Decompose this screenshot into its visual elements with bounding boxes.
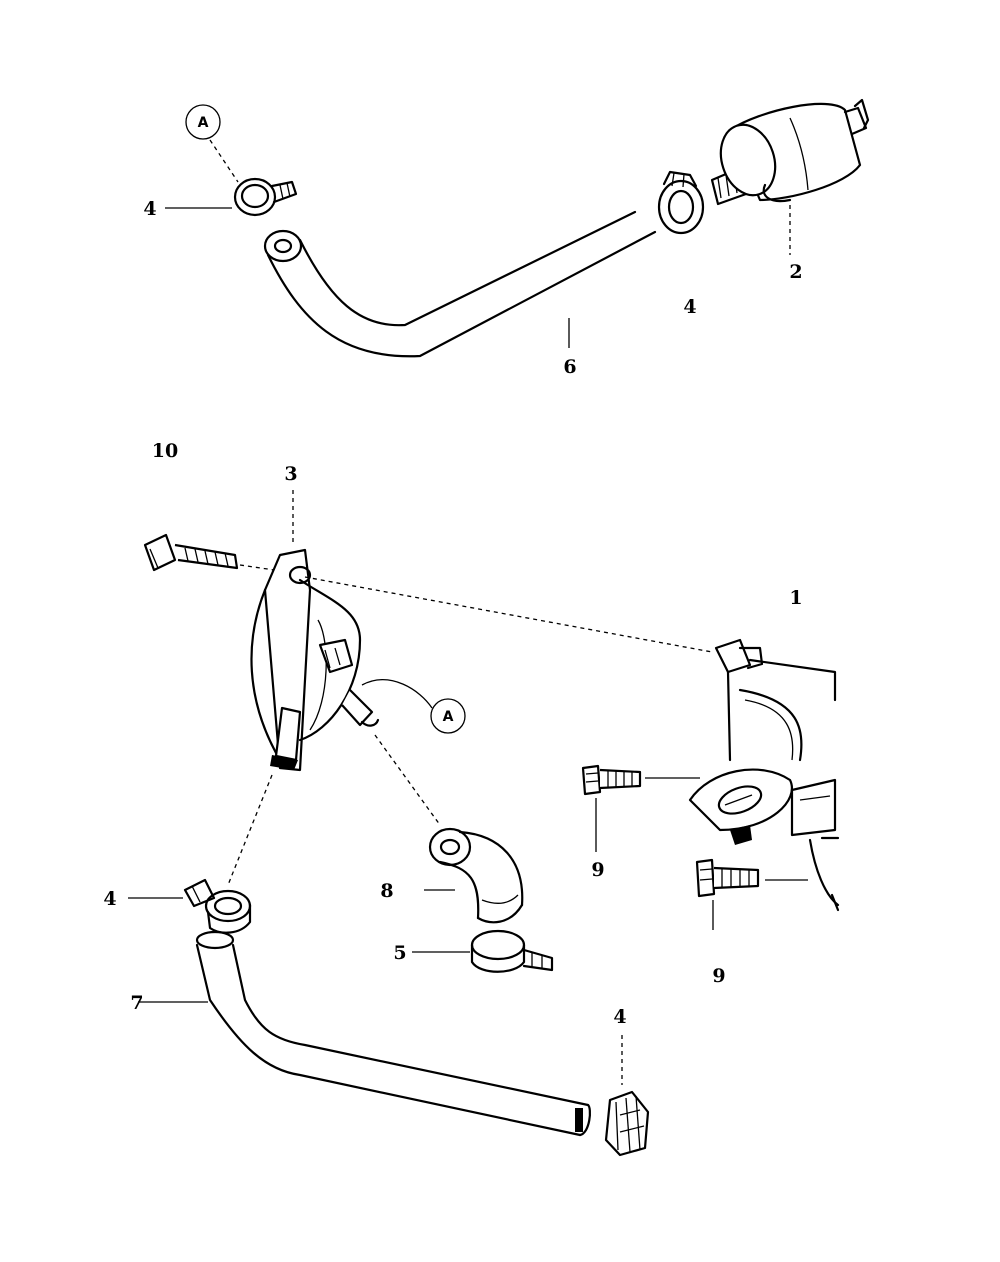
callout-4-mid-left: 4 bbox=[103, 888, 116, 910]
callout-10: 10 bbox=[152, 440, 178, 462]
callout-3: 3 bbox=[284, 463, 297, 485]
callout-9-right: 9 bbox=[712, 965, 725, 987]
screw-9-left bbox=[581, 764, 642, 796]
reference-marker-a-middle-label: A bbox=[443, 709, 454, 725]
callout-5: 5 bbox=[393, 942, 406, 964]
hose-7 bbox=[195, 930, 591, 1137]
leader-pump-to-lower-clamp bbox=[227, 774, 273, 886]
reference-marker-a-top: A bbox=[185, 104, 221, 140]
elbow-hose-8 bbox=[428, 827, 524, 924]
mounting-bracket-1 bbox=[688, 638, 840, 912]
callout-7: 7 bbox=[130, 992, 143, 1014]
screw-9-right bbox=[695, 858, 760, 898]
callout-6: 6 bbox=[563, 356, 576, 378]
leader-pump-to-elbow bbox=[374, 734, 441, 826]
leader-a-to-clamp bbox=[209, 139, 239, 183]
callout-1: 1 bbox=[789, 587, 802, 609]
callout-4-top-right: 4 bbox=[683, 296, 696, 318]
callout-4-bottom-right: 4 bbox=[613, 1006, 626, 1028]
reference-marker-a-top-label: A bbox=[198, 115, 209, 131]
fuel-filter-2 bbox=[710, 98, 870, 206]
hose-clamp-mid-left bbox=[183, 878, 252, 934]
bolt-10 bbox=[143, 533, 239, 572]
callout-4-top-left: 4 bbox=[143, 198, 156, 220]
leader-pump-to-a bbox=[361, 679, 433, 709]
callout-9-left: 9 bbox=[591, 859, 604, 881]
fuel-pump-3 bbox=[250, 548, 380, 772]
hose-6 bbox=[263, 210, 657, 358]
hose-clamp-bottom-right bbox=[604, 1090, 650, 1157]
reference-marker-a-middle: A bbox=[430, 698, 466, 734]
hose-clamp-top-left bbox=[233, 177, 298, 217]
callout-2: 2 bbox=[789, 261, 802, 283]
pump-to-bracket-axis bbox=[304, 576, 713, 653]
callout-8: 8 bbox=[380, 880, 393, 902]
hose-clamp-top-right bbox=[657, 170, 705, 235]
hose-clamp-5 bbox=[470, 929, 554, 973]
